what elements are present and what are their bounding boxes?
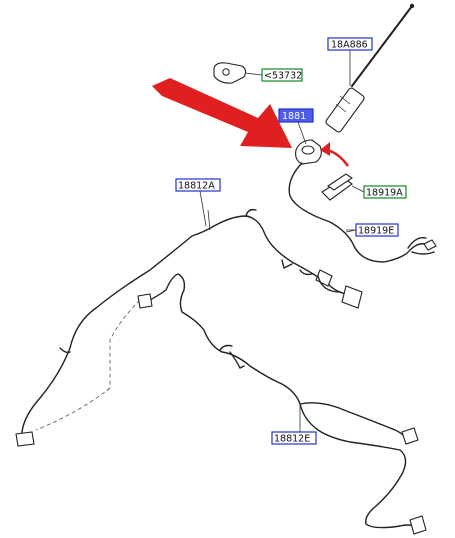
dashed-route: [35, 299, 141, 431]
cable-connector: [423, 239, 437, 251]
antenna-cable-wire: [288, 162, 431, 263]
highlight-arrow: [152, 78, 292, 148]
small-pointer-arrow-head: [320, 142, 330, 156]
antenna-base-part: [295, 139, 322, 165]
bracket-part: [213, 62, 263, 84]
callout-rear-harness-label: 18812E: [274, 434, 310, 445]
callout-front-harness[interactable]: 18812A: [175, 178, 221, 192]
callout-antenna-cable-label: 18919E: [358, 226, 394, 237]
callout-antenna-mast[interactable]: 18A886: [327, 37, 373, 51]
callout-antenna-base[interactable]: 1881: [278, 108, 314, 123]
callout-antenna-base-label: 1881: [282, 111, 306, 122]
rear-harness-wire: [137, 273, 427, 535]
callout-rear-harness[interactable]: 18812E: [271, 431, 317, 445]
callout-antenna-mast-label: 18A886: [331, 40, 368, 51]
callout-clip[interactable]: 18919A: [363, 185, 407, 199]
antenna-cable-end: [407, 237, 435, 255]
callout-clip-label: 18919A: [366, 188, 403, 199]
leader-lines: [199, 50, 356, 432]
front-harness-wire: [15, 208, 363, 447]
callout-bracket[interactable]: <53732: [261, 68, 303, 82]
callout-antenna-cable[interactable]: 18919E: [355, 223, 399, 237]
callout-front-harness-label: 18812A: [178, 181, 215, 192]
clip-part: [321, 173, 365, 201]
antenna-mast: [325, 3, 415, 133]
callout-bracket-label: <53732: [264, 71, 302, 82]
